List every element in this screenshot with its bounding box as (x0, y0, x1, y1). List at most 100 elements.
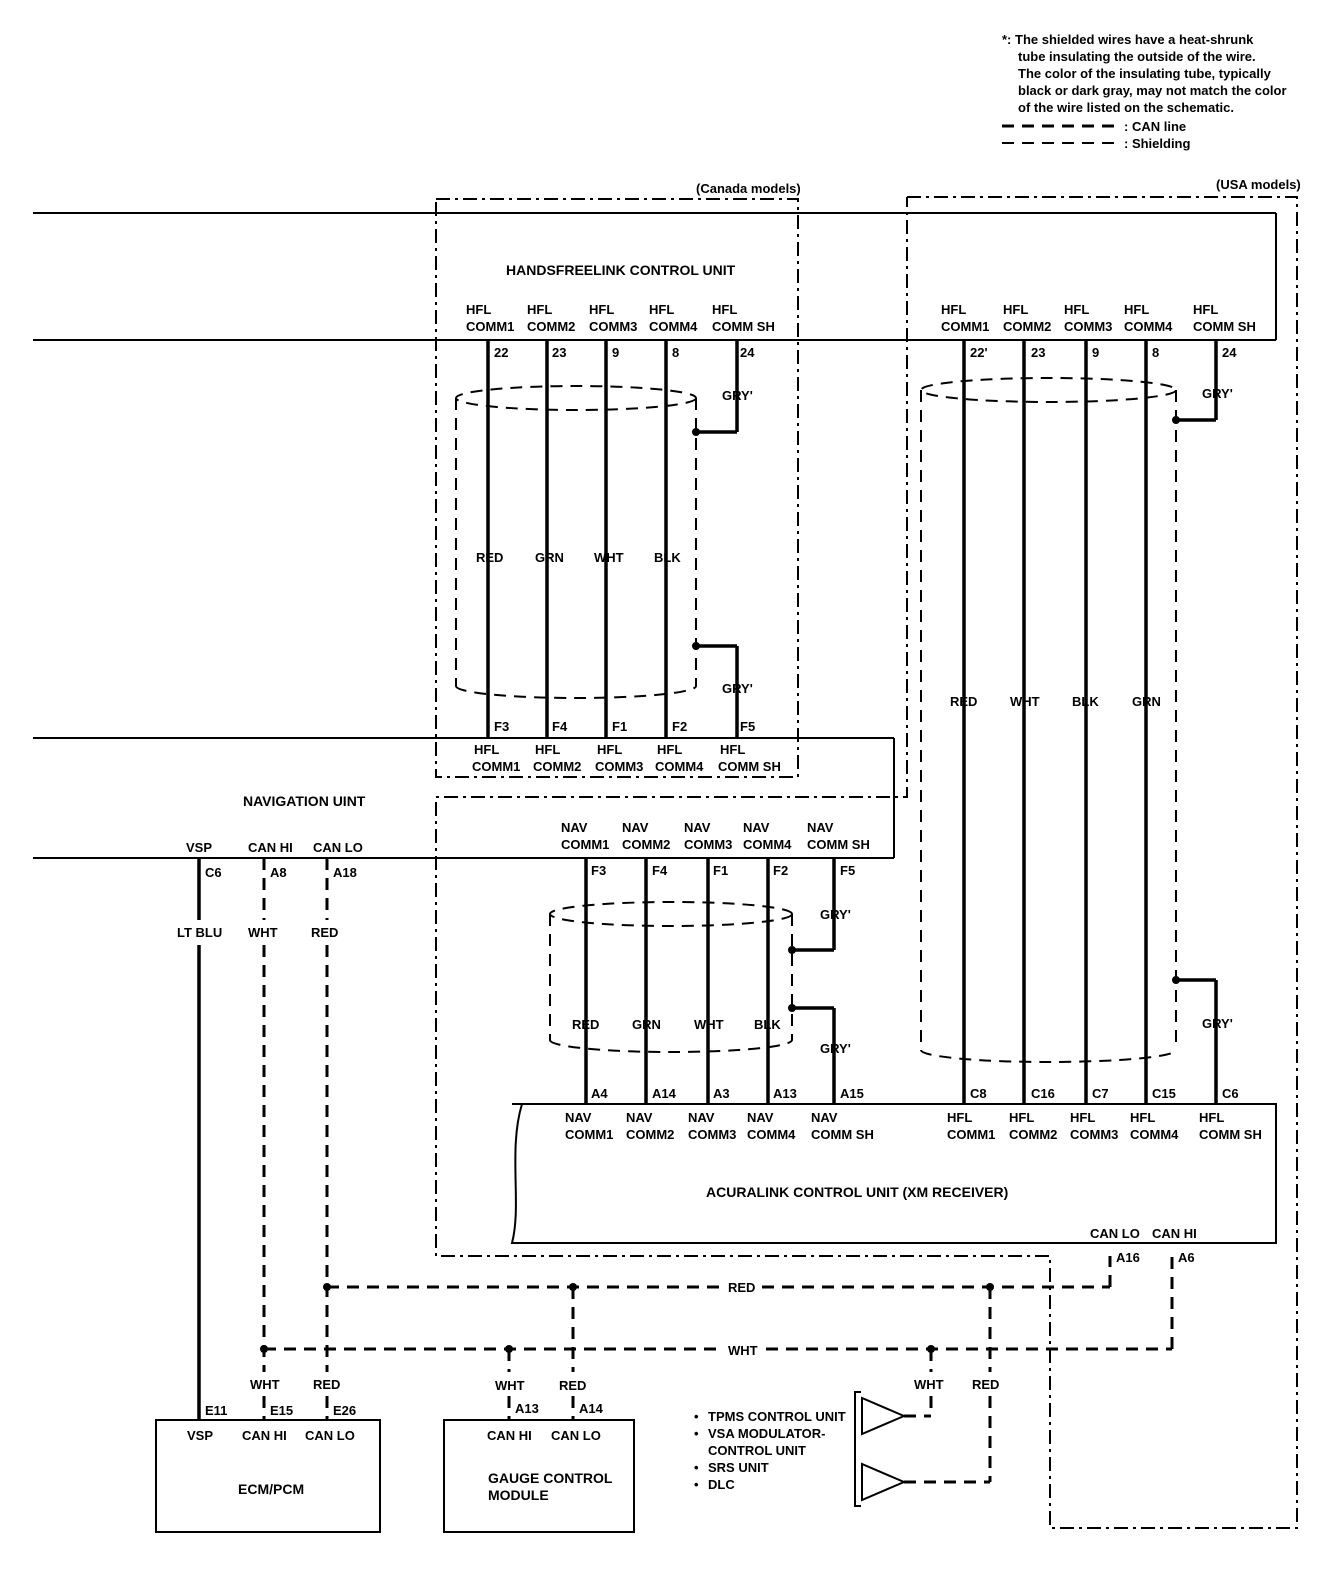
ecm-wire-color: WHT (250, 1377, 280, 1392)
hfl-usa-pin-number: 22' (970, 345, 988, 360)
ecm-pin-number: E15 (270, 1403, 293, 1418)
acuralink-unit: ACURALINK CONTROL UNIT (XM RECEIVER) CAN… (510, 1103, 1277, 1265)
nav-comm-pin-label: COMM3 (684, 837, 732, 852)
nav-unit-title: NAVIGATION UINT (243, 793, 366, 809)
nav-comm-pin-label: NAV (684, 820, 711, 835)
usa-shield-junction (1172, 416, 1180, 424)
usa-shield-color: GRY' (1202, 1016, 1233, 1031)
nav-hfl-pin-label: HFL (474, 742, 499, 757)
other-unit-symbol-lo (861, 1462, 907, 1502)
acuralink-hfl-pin-number: C7 (1092, 1086, 1109, 1101)
acuralink-can-hi-pin: A6 (1178, 1250, 1195, 1265)
nav-comm-pin-number: F4 (652, 863, 668, 878)
hfl-usa-pin-label: COMM3 (1064, 319, 1112, 334)
usa-shield-junction (1172, 976, 1180, 984)
nav-wire-color: GRN (632, 1017, 661, 1032)
canada-shield-color: GRY' (722, 388, 753, 403)
units-bracket (854, 1391, 861, 1507)
usa-models-label: (USA models) (1216, 177, 1301, 192)
others-wht-label: WHT (914, 1377, 944, 1392)
note-line-1: *: The shielded wires have a heat-shrunk (1002, 32, 1254, 47)
acuralink-hfl-pin-label: HFL (1199, 1110, 1224, 1125)
hfl-unit-title: HANDSFREELINK CONTROL UNIT (506, 262, 736, 278)
nav-wire-color: WHT (694, 1017, 724, 1032)
acuralink-nav-pin-label: COMM3 (688, 1127, 736, 1142)
hfl-canada-pin-label: COMM3 (589, 319, 637, 334)
bullet: • (694, 1477, 699, 1492)
acuralink-nav-pin-label: NAV (626, 1110, 653, 1125)
nav-left-pin-number: A8 (270, 865, 287, 880)
nav-hfl-pin-label: COMM1 (472, 759, 520, 774)
canada-zone-upper (435, 198, 799, 778)
hfl-canada-pin-number: 8 (672, 345, 679, 360)
acuralink-hfl-pin-number: C16 (1031, 1086, 1055, 1101)
nav-hfl-pin-label: HFL (535, 742, 560, 757)
gauge-pin-number: A14 (579, 1401, 604, 1416)
nav-hfl-pin-label: HFL (720, 742, 745, 757)
gauge-wire-color: RED (559, 1378, 586, 1393)
nav-comm-pin-number: F2 (773, 863, 788, 878)
nav-shield-color: GRY' (820, 1041, 851, 1056)
nav-comm-pin-label: COMM1 (561, 837, 609, 852)
hfl-usa-pin-label: HFL (1003, 302, 1028, 317)
hfl-canada-pin-label: COMM4 (649, 319, 698, 334)
acuralink-hfl-pin-label: COMM2 (1009, 1127, 1057, 1142)
acuralink-hfl-pin-number: C15 (1152, 1086, 1176, 1101)
gauge-pin-name: CAN HI (487, 1428, 532, 1443)
hfl-canada-pin-label: HFL (712, 302, 737, 317)
bullet: • (694, 1460, 699, 1475)
ecm-pin-name: VSP (187, 1428, 213, 1443)
acuralink-nav-pin-number: A13 (773, 1086, 797, 1101)
gauge-title-line2: MODULE (488, 1487, 549, 1503)
other-can-units: • TPMS CONTROL UNIT • VSA MODULATOR- CON… (694, 1377, 999, 1507)
acuralink-can-lo-pin: A16 (1116, 1250, 1140, 1265)
nav-left-pin-number: A18 (333, 865, 357, 880)
usa-shield-color: GRY' (1202, 386, 1233, 401)
acuralink-nav-pin-label: COMM1 (565, 1127, 613, 1142)
nav-hfl-pin-label: COMM3 (595, 759, 643, 774)
nav-comm-pin-number: F1 (713, 863, 728, 878)
gauge-pin-number: A13 (515, 1401, 539, 1416)
ecm-pin-name: CAN HI (242, 1428, 287, 1443)
canada-shield-color: GRY' (722, 681, 753, 696)
hfl-canada-pin-number: 23 (552, 345, 566, 360)
nav-comm-pin-label: COMM2 (622, 837, 670, 852)
ecm-pin-number: E26 (333, 1403, 356, 1418)
nav-hfl-pin-number: F5 (740, 719, 755, 734)
nav-shield-junction (788, 1004, 796, 1012)
acuralink-can-hi-label: CAN HI (1152, 1226, 1197, 1241)
acuralink-nav-pin-label: NAV (747, 1110, 774, 1125)
shield-note: *: The shielded wires have a heat-shrunk… (1002, 32, 1287, 151)
nav-shield-color: GRY' (820, 907, 851, 922)
nav-hfl-pin-label: HFL (657, 742, 682, 757)
acuralink-nav-pin-label: COMM4 (747, 1127, 796, 1142)
hfl-canada-pin-label: COMM2 (527, 319, 575, 334)
note-line-2: tube insulating the outside of the wire. (1018, 49, 1256, 64)
usa-shield-top (920, 377, 1177, 403)
usa-wire-color: GRN (1132, 694, 1161, 709)
acuralink-title: ACURALINK CONTROL UNIT (XM RECEIVER) (706, 1184, 1008, 1200)
acuralink-nav-pin-label: NAV (688, 1110, 715, 1125)
acuralink-nav-pin-number: A15 (840, 1086, 864, 1101)
canada-wire-color: WHT (594, 550, 624, 565)
other-unit-1: TPMS CONTROL UNIT (708, 1409, 846, 1424)
nav-left-wire-color: RED (311, 925, 338, 940)
nav-shield-junction (788, 946, 796, 954)
nav-hfl-pin-label: COMM SH (718, 759, 781, 774)
acuralink-nav-pin-number: A14 (652, 1086, 677, 1101)
nav-wire-color: BLK (754, 1017, 781, 1032)
hfl-canada-pin-label: COMM1 (466, 319, 514, 334)
hfl-usa-pin-number: 24 (1222, 345, 1237, 360)
usa-shield-bottom (920, 1049, 1177, 1063)
acuralink-hfl-pin-label: COMM1 (947, 1127, 995, 1142)
nav-hfl-pin-number: F3 (494, 719, 509, 734)
gauge-wire-color: WHT (495, 1378, 525, 1393)
usa-wire-color: WHT (1010, 694, 1040, 709)
nav-comm-pin-label: NAV (622, 820, 649, 835)
note-line-3: The color of the insulating tube, typica… (1018, 66, 1272, 81)
hfl-usa-pin-label: HFL (1193, 302, 1218, 317)
nav-comm-pin-label: NAV (807, 820, 834, 835)
nav-comm-pin-label: COMM4 (743, 837, 792, 852)
hfl-canada-pin-label: HFL (527, 302, 552, 317)
nav-hfl-pin-number: F1 (612, 719, 627, 734)
